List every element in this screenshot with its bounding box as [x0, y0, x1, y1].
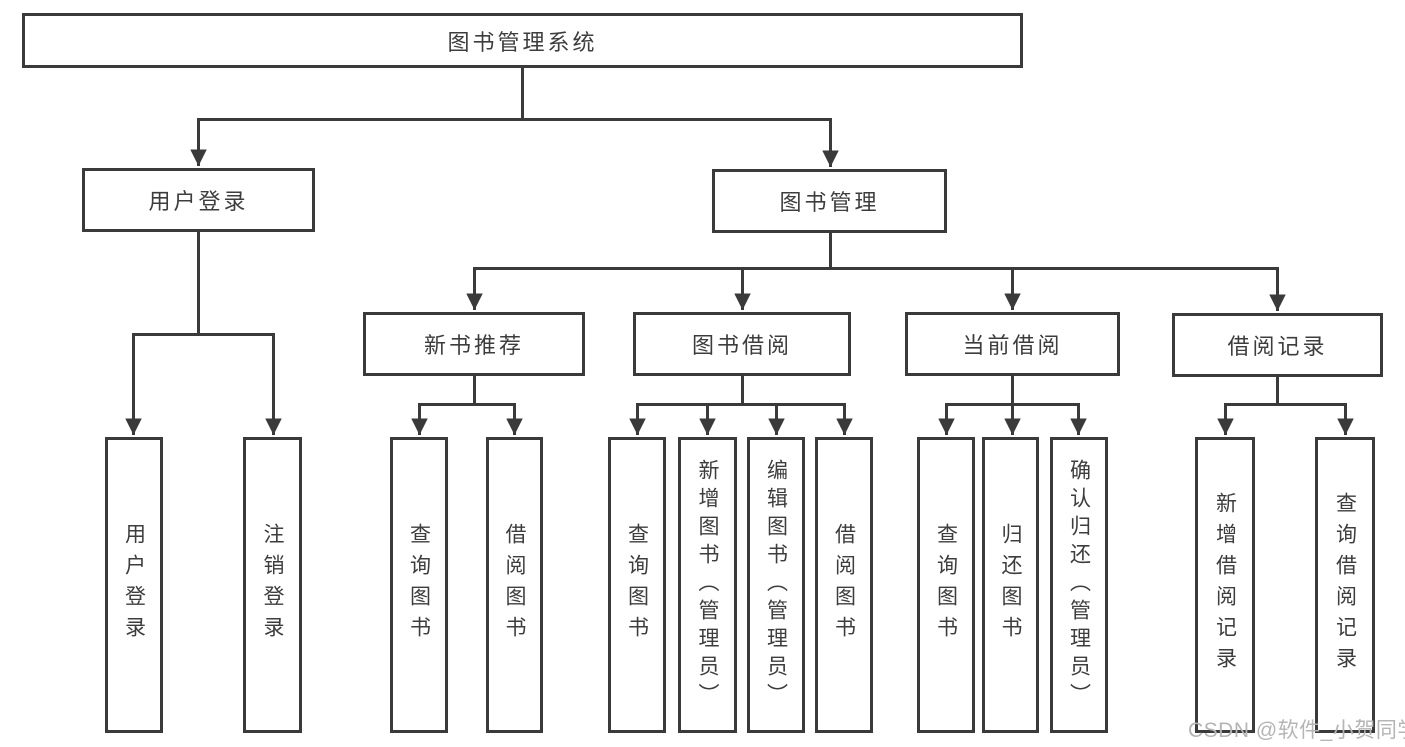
edge-rails [132, 68, 1347, 406]
node-user-login: 用户登录 [82, 168, 315, 232]
leaf-return-book: 归还图书 [982, 437, 1039, 733]
node-new-book-recommend: 新书推荐 [363, 312, 585, 376]
leaf-borrow-books: 借阅图书 [815, 437, 873, 733]
leaf-confirm-return-admin: 确认归还（管理员） [1050, 437, 1108, 733]
leaf-logout: 注销登录 [243, 437, 302, 733]
leaf-query-books-recommend: 查询图书 [390, 437, 448, 733]
leaf-add-book-admin: 新增图书（管理员） [678, 437, 737, 733]
leaf-user-login: 用户登录 [105, 437, 163, 733]
node-book-management: 图书管理 [712, 169, 947, 233]
leaf-borrow-books-recommend: 借阅图书 [486, 437, 543, 733]
leaf-query-books-current: 查询图书 [917, 437, 975, 733]
leaf-query-books-borrow: 查询图书 [608, 437, 666, 733]
csdn-watermark: CSDN @软件_小贺同学 [1188, 719, 1405, 742]
node-borrow-records: 借阅记录 [1172, 313, 1383, 377]
leaf-query-borrow-record: 查询借阅记录 [1315, 437, 1375, 733]
node-current-borrow: 当前借阅 [905, 312, 1120, 376]
leaf-edit-book-admin: 编辑图书（管理员） [747, 437, 805, 733]
leaf-add-borrow-record: 新增借阅记录 [1195, 437, 1255, 733]
node-book-borrow: 图书借阅 [633, 312, 851, 376]
node-library-system: 图书管理系统 [22, 13, 1023, 68]
